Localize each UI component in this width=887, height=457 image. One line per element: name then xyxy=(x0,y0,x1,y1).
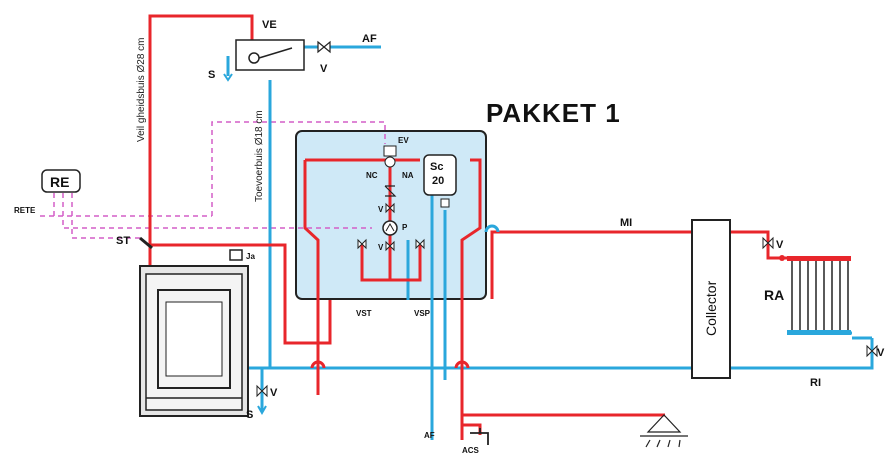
crossover-loop-blue xyxy=(484,224,500,233)
vsp-label: VSP xyxy=(414,309,431,318)
sc-num-label: 20 xyxy=(432,175,444,187)
p-label: P xyxy=(402,223,408,232)
v-ra-bottom-label: V xyxy=(877,347,885,359)
na-label: NA xyxy=(402,171,414,180)
ra-top-connector xyxy=(779,255,785,261)
v-pkg-label: V xyxy=(378,205,384,214)
ja-box xyxy=(229,249,243,261)
af-top-valve xyxy=(317,40,331,54)
ra-top-valve xyxy=(762,236,774,250)
re-label: RE xyxy=(50,174,69,190)
s-top-label: S xyxy=(208,69,215,81)
re-controller xyxy=(41,169,81,193)
hot-water-pipes xyxy=(148,14,787,440)
collector xyxy=(691,219,731,379)
pump xyxy=(382,220,398,236)
stove xyxy=(139,265,249,417)
expansion-vessel xyxy=(235,39,305,71)
safety-pipe-label: Veil gheidsbuis Ø28 cm xyxy=(136,37,147,142)
v-ra-top-label: V xyxy=(776,239,784,251)
package-title: PAKKET 1 xyxy=(486,98,621,128)
package-valve-2 xyxy=(385,240,395,252)
shower-head-icon xyxy=(640,414,688,448)
ve-label: VE xyxy=(262,19,277,31)
ev-label: EV xyxy=(398,136,409,145)
s-bottom-arrow xyxy=(257,405,267,416)
ra-label: RA xyxy=(764,287,784,303)
rete-label: RETE xyxy=(14,206,36,215)
sc20-fitting xyxy=(440,198,450,208)
af-top-label: AF xyxy=(362,33,377,45)
signal-lines xyxy=(36,121,386,239)
vsp-valve xyxy=(415,238,425,250)
v-top-label: V xyxy=(320,63,328,75)
s-top-arrow xyxy=(223,73,233,82)
package-valve-1 xyxy=(385,202,395,214)
radiator xyxy=(787,256,851,335)
st-sensor xyxy=(139,236,153,250)
ra-bottom-valve xyxy=(866,344,878,358)
bottom-valve xyxy=(256,384,268,398)
af-bottom-label: AF xyxy=(424,431,435,440)
three-way-valve xyxy=(384,156,396,168)
acs-tap-icon xyxy=(470,428,489,445)
sc20-unit xyxy=(423,154,457,196)
s-bottom-label: S xyxy=(246,409,253,421)
pump-arrow-icon xyxy=(385,222,395,232)
ri-label: RI xyxy=(810,377,821,389)
v-bottom-label: V xyxy=(270,387,278,399)
vst-label: VST xyxy=(356,309,372,318)
st-label: ST xyxy=(116,235,130,247)
ja-label: Ja xyxy=(246,252,255,261)
v-pkg2-label: V xyxy=(378,243,384,252)
supply-pipe-label: Toevoerbuis Ø18 cm xyxy=(254,110,265,202)
acs-label: ACS xyxy=(462,446,480,455)
sc-label: Sc xyxy=(430,161,443,173)
ev-valve xyxy=(383,145,397,157)
crossover-loops xyxy=(310,360,470,369)
vst-valve xyxy=(357,238,367,250)
mi-label: MI xyxy=(620,217,632,229)
nc-label: NC xyxy=(366,171,378,180)
collector-label: Collector xyxy=(703,280,719,336)
check-valve-icon xyxy=(384,185,397,197)
